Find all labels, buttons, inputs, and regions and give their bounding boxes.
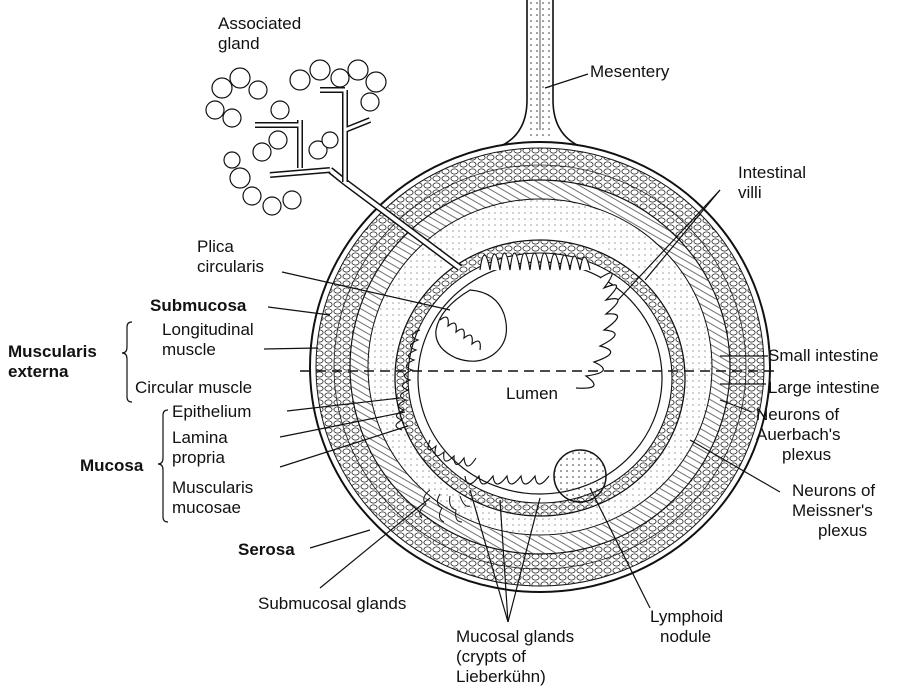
label-line: Neurons of [792,481,875,501]
label-line: Longitudinal [162,320,254,340]
label-line: Lymphoid [650,607,723,627]
label-line: Associated [218,14,301,34]
label-line: externa [8,362,97,382]
mucosa-bracket [158,410,168,522]
label-line: Plica [197,237,264,257]
lymphoid-nodule [554,450,606,502]
label-muscularis-mucosae: Muscularis mucosae [172,478,253,518]
label-line: nodule [650,627,723,647]
label-line: circularis [197,257,264,277]
label-neurons-auerbach: Neurons of Auerbach's plexus [756,405,841,465]
label-neurons-meissner: Neurons of Meissner's plexus [792,481,875,541]
label-circular-muscle: Circular muscle [135,378,252,398]
label-mesentery: Mesentery [590,62,669,82]
label-serosa: Serosa [238,540,295,560]
label-line: Mucosal glands [456,627,574,647]
label-lumen: Lumen [506,384,558,404]
label-plica-circularis: Plica circularis [197,237,264,277]
label-line: Muscularis [8,342,97,362]
label-line: Auerbach's [756,425,841,445]
label-line: Intestinal [738,163,806,183]
label-line: Muscularis [172,478,253,498]
label-small-intestine: Small intestine [768,346,879,366]
label-epithelium: Epithelium [172,402,251,422]
label-line: gland [218,34,301,54]
label-line: Lamina [172,428,228,448]
label-submucosa: Submucosa [150,296,246,316]
label-line: plexus [792,521,875,541]
label-line: (crypts of [456,647,574,667]
label-line: mucosae [172,498,253,518]
muscularis-externa-bracket [122,322,132,402]
mesentery [490,0,590,150]
label-line: muscle [162,340,254,360]
label-line: Neurons of [756,405,841,425]
label-line: Lieberkühn) [456,667,574,687]
label-large-intestine: Large intestine [768,378,880,398]
label-line: propria [172,448,228,468]
label-muscularis-externa: Muscularis externa [8,342,97,382]
label-intestinal-villi: Intestinal villi [738,163,806,203]
label-mucosal-glands: Mucosal glands (crypts of Lieberkühn) [456,627,574,687]
label-lymphoid-nodule: Lymphoid nodule [650,607,723,647]
label-line: plexus [756,445,841,465]
label-line: Meissner's [792,501,875,521]
label-submucosal-glands: Submucosal glands [258,594,406,614]
label-lamina-propria: Lamina propria [172,428,228,468]
label-longitudinal-muscle: Longitudinal muscle [162,320,254,360]
label-line: villi [738,183,806,203]
label-mucosa: Mucosa [80,456,143,476]
label-associated-gland: Associated gland [218,14,301,54]
